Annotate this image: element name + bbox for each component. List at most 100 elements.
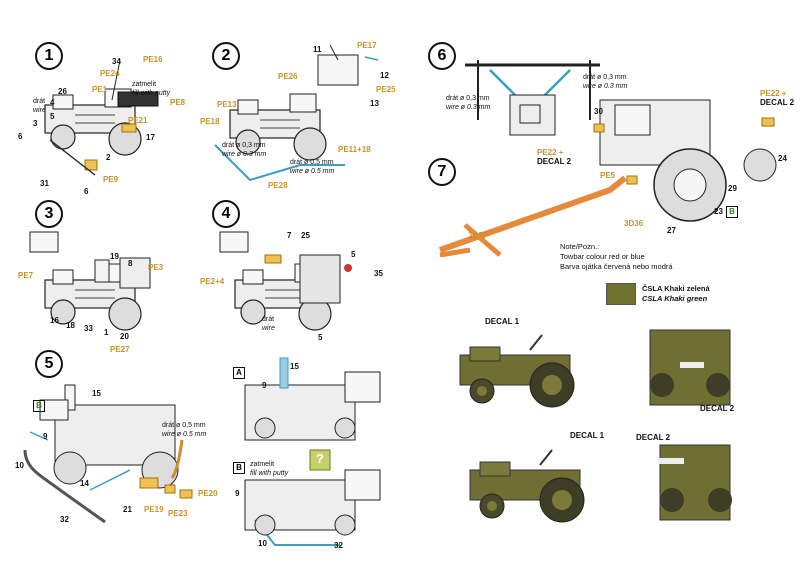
step-number-1: 1 xyxy=(35,42,63,70)
step4-label: 5 xyxy=(351,250,356,259)
step6-label: PE22 + xyxy=(537,148,564,157)
step3-label: 33 xyxy=(84,324,93,333)
step5-label: wire ø 0.5 mm xyxy=(162,431,207,438)
step4-label: 7 xyxy=(287,231,292,240)
step5-label: 10 xyxy=(15,461,24,470)
step5-label: drát ø 0,5 mm xyxy=(162,422,206,429)
step2-label: PE18 xyxy=(200,117,220,126)
color-name-en: CSLA Khaki green xyxy=(642,294,708,303)
step7-label: 23 xyxy=(714,207,723,216)
step6-label: DECAL 2 xyxy=(537,157,572,166)
step3-label: 8 xyxy=(128,259,133,268)
step1-label: zatmelit xyxy=(132,81,157,88)
step5-label: B xyxy=(33,400,45,412)
step2-label: 12 xyxy=(380,71,389,80)
step1-label: PE8 xyxy=(170,98,186,107)
step3-label: PE7 xyxy=(18,271,34,280)
step4-drawing xyxy=(219,231,352,331)
step7-label: 3D37 xyxy=(468,231,488,240)
step1-label: 3 xyxy=(33,119,38,128)
khaki-swatch xyxy=(606,283,636,305)
step2-label: 11 xyxy=(313,45,322,54)
step1-label: PE21 xyxy=(128,116,148,125)
step2-drawing xyxy=(214,44,379,182)
decal-label: DECAL 2 xyxy=(636,433,671,442)
step2-label: wire ø 0.5 mm xyxy=(290,168,335,175)
step1-label: 26 xyxy=(58,87,67,96)
step4-label: PE2+4 xyxy=(200,277,225,286)
step3-label: 18 xyxy=(66,321,75,330)
inset-a-drawing xyxy=(244,357,381,471)
inset-a-marker: A xyxy=(233,367,245,379)
step5-label: 32 xyxy=(60,515,69,524)
inset-b-label: fill with putty xyxy=(250,470,289,477)
step1-label: 6 xyxy=(18,132,23,141)
step2-label: drát ø 0,3 mm xyxy=(222,142,266,149)
step3-drawing xyxy=(29,231,151,331)
step1-label: PE1 xyxy=(92,85,108,94)
step6-label: drát ø 0,3 mm xyxy=(583,74,627,81)
step3-label: PE3 xyxy=(148,263,164,272)
step5-label: PE23 xyxy=(168,509,188,518)
step1-label: wire xyxy=(33,107,46,114)
step3-label: 20 xyxy=(120,332,129,341)
step6-label: drát ø 0,3 mm xyxy=(446,95,490,102)
step6-label: DECAL 2 xyxy=(760,98,795,107)
step-number-5: 5 xyxy=(35,350,63,378)
step4-label: 35 xyxy=(374,269,383,278)
decal-label: DECAL 1 xyxy=(485,317,520,326)
towbar-note: Note/Pozn.: Towbar colour red or blue Ba… xyxy=(560,242,673,272)
inset-a-label: 9 xyxy=(262,381,267,390)
step6-label: wire ø 0.3 mm xyxy=(583,83,628,90)
step7-label: 27 xyxy=(667,226,676,235)
step1-label: 31 xyxy=(40,179,49,188)
step2-label: PE26 xyxy=(278,72,298,81)
step1-label: 5 xyxy=(50,112,55,121)
step4-label: 5 xyxy=(318,333,323,342)
decal-label: DECAL 2 xyxy=(700,404,735,413)
step1-label: 34 xyxy=(112,57,121,66)
step2-label: PE11+18 xyxy=(338,145,371,154)
step5-label: 15 xyxy=(92,389,101,398)
step6-drawing xyxy=(465,60,777,182)
step5-label: 21 xyxy=(123,505,132,514)
step-number-7: 7 xyxy=(428,158,456,186)
step1-label: fill with putty xyxy=(132,90,171,97)
inset-b-label: 32 xyxy=(334,541,343,550)
inset-b-label: 9 xyxy=(235,489,240,498)
step3-label: 1 xyxy=(104,328,109,337)
inset-a-label: 15 xyxy=(290,362,299,371)
note-cz: Barva ojátka červená nebo modrá xyxy=(560,262,673,271)
step4-label: 25 xyxy=(301,231,310,240)
step7-drawing xyxy=(439,148,727,258)
step6-label: wire ø 0.3 mm xyxy=(446,104,491,111)
step7-label: 3D36 xyxy=(624,219,644,228)
step1-label: PE16 xyxy=(143,55,163,64)
step2-label: 13 xyxy=(370,99,379,108)
step7-label: PE5 xyxy=(600,171,616,180)
note-en: Towbar colour red or blue xyxy=(560,252,645,261)
decal-label: DECAL 1 xyxy=(570,431,605,440)
step5-label: PE20 xyxy=(198,489,218,498)
step2-label: PE17 xyxy=(357,41,377,50)
step1-drawing xyxy=(44,59,159,176)
step-number-3: 3 xyxy=(35,200,63,228)
step1-label: 17 xyxy=(146,133,155,142)
decal-views xyxy=(459,329,732,523)
step1-label: 2 xyxy=(106,153,111,162)
question-mark: ? xyxy=(316,451,324,466)
step2-label: PE13 xyxy=(217,100,237,109)
step4-label: wire xyxy=(262,325,275,332)
step5-label: PE19 xyxy=(144,505,164,514)
step1-label: 6 xyxy=(84,187,89,196)
step2-label: wire ø 0.3 mm xyxy=(222,151,267,158)
step6-label: 24 xyxy=(778,154,787,163)
step1-label: PE24 xyxy=(100,69,120,78)
step1-label: PE9 xyxy=(103,175,119,184)
step2-label: PE25 xyxy=(376,85,396,94)
step5-label: 14 xyxy=(80,479,89,488)
step-number-6: 6 xyxy=(428,42,456,70)
step5-label: 9 xyxy=(43,432,48,441)
